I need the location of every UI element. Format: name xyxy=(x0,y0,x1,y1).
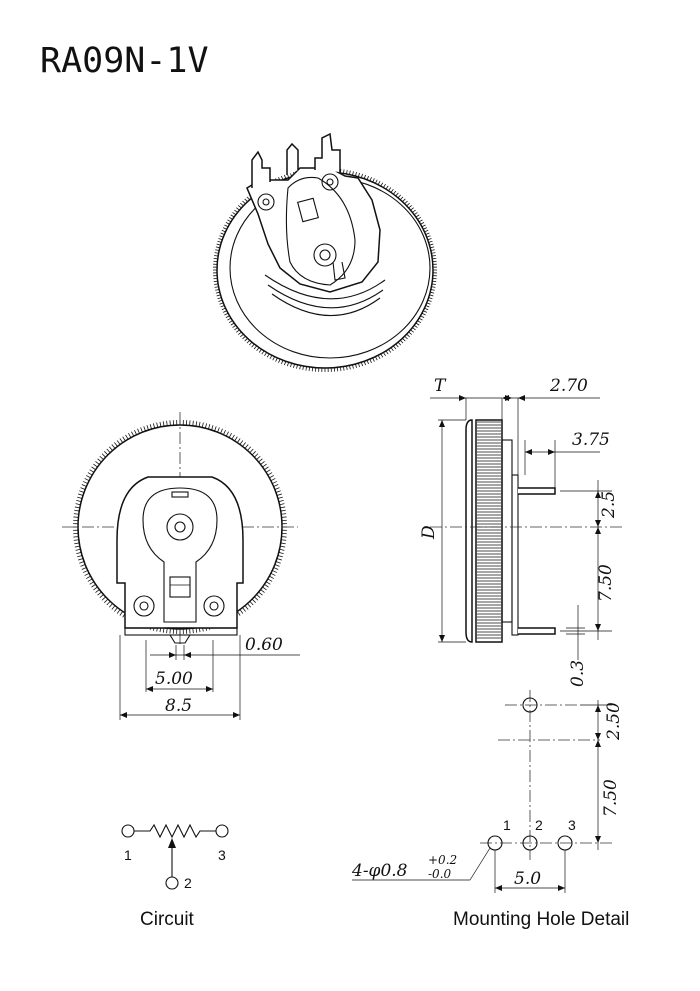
circuit-terminal-3 xyxy=(215,824,229,838)
side-view: T 2.70 3.75 D 2.5 7.50 0.3 xyxy=(419,376,622,687)
iso-shaft xyxy=(313,243,337,267)
dim-col-gap: 7.50 xyxy=(601,779,621,817)
circuit-pin-3: 3 xyxy=(218,847,226,863)
dim-pin-upper: 2.5 xyxy=(599,491,619,519)
iso-hole-right xyxy=(321,173,339,191)
mount-pin-label-2: 2 xyxy=(535,817,543,833)
mount-hole-2 xyxy=(522,835,538,851)
front-hole-left xyxy=(133,595,155,617)
mount-pin-label-1: 1 xyxy=(503,817,511,833)
iso-housing xyxy=(246,167,381,293)
dim-pitch: 5.0 xyxy=(514,869,541,889)
dim-body-width: 8.5 xyxy=(165,696,192,716)
mounting-hole-detail: 2.50 7.50 5.0 4-φ0.8 +0.2 -0.0 1 2 3 Mou… xyxy=(351,690,629,930)
circuit-terminal-2 xyxy=(165,876,179,890)
dim-offset-a: 2.70 xyxy=(549,376,588,396)
dim-thickness: T xyxy=(434,376,447,396)
circuit-terminal-1 xyxy=(121,824,135,838)
wiper-arrow-icon xyxy=(168,838,176,848)
side-housing xyxy=(511,474,519,636)
front-view: 0.60 5.00 8.5 xyxy=(62,412,300,720)
dim-pin-width: 0.60 xyxy=(245,635,283,655)
part-number-title: RA09N-1V xyxy=(40,41,209,81)
side-pin-lower xyxy=(518,627,556,635)
iso-wiper-slot xyxy=(297,197,319,223)
dim-offset-b: 3.75 xyxy=(572,430,610,450)
dim-row-gap: 2.50 xyxy=(604,702,624,741)
circuit-caption: Circuit xyxy=(140,909,195,930)
iso-terminal-2 xyxy=(286,142,299,175)
circuit-pin-1: 1 xyxy=(124,847,132,863)
iso-hole-left xyxy=(257,193,275,211)
front-housing xyxy=(116,476,244,629)
dim-diameter: D xyxy=(419,525,439,540)
isometric-view xyxy=(213,132,437,372)
front-shaft xyxy=(166,513,194,541)
resistor-zigzag xyxy=(134,823,216,839)
mount-hole-upper xyxy=(522,697,538,713)
dim-pin-thick: 0.3 xyxy=(568,660,588,687)
front-wiper-slot xyxy=(169,576,191,598)
iso-terminal-3 xyxy=(314,132,341,172)
hole-tol-plus: +0.2 xyxy=(428,853,457,867)
hole-tol-minus: -0.0 xyxy=(428,867,452,881)
dim-pin-span: 7.50 xyxy=(596,564,616,602)
front-knurl-wheel xyxy=(73,420,287,634)
side-pin-upper xyxy=(518,487,556,495)
iso-terminal-1 xyxy=(251,150,271,188)
circuit-pin-2: 2 xyxy=(184,875,192,891)
mounting-caption: Mounting Hole Detail xyxy=(453,909,629,930)
hole-spec: 4-φ0.8 xyxy=(351,861,408,881)
circuit-symbol: 1 3 2 Circuit xyxy=(121,823,229,930)
mount-pin-label-3: 3 xyxy=(568,817,576,833)
side-wheel xyxy=(475,419,503,643)
dim-pin-pitch: 5.00 xyxy=(155,669,193,689)
front-hole-right xyxy=(203,595,225,617)
